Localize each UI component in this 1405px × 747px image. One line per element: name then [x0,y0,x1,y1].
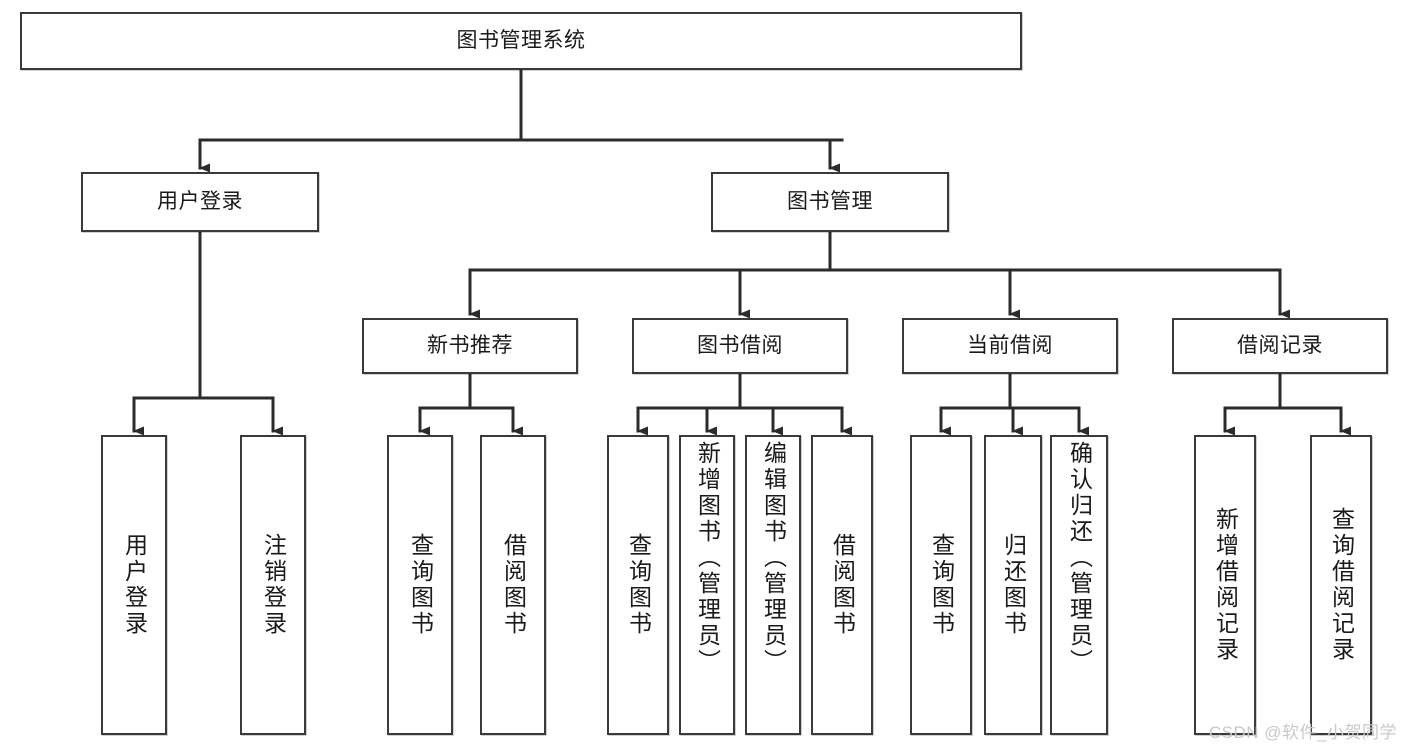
node-borrowing-record[interactable]: 借阅记录 [1172,318,1388,374]
node-leaf-add-book-admin[interactable]: 新增图书（管理员） [679,435,735,735]
node-label: 图书管理 [787,189,873,213]
node-label: 新增图书（管理员） [694,441,721,675]
node-leaf-query-book-recommend[interactable]: 查询图书 [387,435,453,735]
node-label: 查询图书 [407,533,434,637]
node-root-book-management-system[interactable]: 图书管理系统 [20,12,1022,70]
node-leaf-borrow-book-recommend[interactable]: 借阅图书 [480,435,546,735]
node-label: 借阅图书 [500,533,527,637]
node-label: 编辑图书（管理员） [760,441,787,675]
node-leaf-query-book-current[interactable]: 查询图书 [910,435,972,735]
node-label: 归还图书 [1000,533,1027,637]
node-label: 新书推荐 [427,333,513,357]
node-book-management[interactable]: 图书管理 [711,172,949,232]
node-label: 借阅记录 [1237,333,1323,357]
node-label: 新增借阅记录 [1212,507,1239,663]
node-label: 当前借阅 [967,333,1053,357]
node-leaf-edit-book-admin[interactable]: 编辑图书（管理员） [745,435,801,735]
node-label: 用户登录 [157,189,243,213]
node-label: 图书管理系统 [456,28,586,52]
node-leaf-query-book-borrow[interactable]: 查询图书 [607,435,669,735]
node-leaf-user-login[interactable]: 用户登录 [101,435,167,735]
node-leaf-user-logout[interactable]: 注销登录 [240,435,306,735]
node-label: 注销登录 [260,533,287,637]
node-label: 查询借阅记录 [1328,507,1355,663]
node-leaf-borrow-book[interactable]: 借阅图书 [811,435,873,735]
node-label: 图书借阅 [697,333,783,357]
node-label: 查询图书 [625,533,652,637]
node-leaf-return-book[interactable]: 归还图书 [984,435,1042,735]
node-label: 借阅图书 [829,533,856,637]
csdn-watermark: CSDN @软件_小贺同学 [1208,723,1397,742]
node-leaf-query-borrow-record[interactable]: 查询借阅记录 [1310,435,1372,735]
node-label: 确认归还（管理员） [1066,441,1093,675]
node-leaf-confirm-return-admin[interactable]: 确认归还（管理员） [1050,435,1108,735]
node-leaf-add-borrow-record[interactable]: 新增借阅记录 [1194,435,1256,735]
node-label: 查询图书 [928,533,955,637]
node-user-login[interactable]: 用户登录 [81,172,319,232]
node-current-borrowing[interactable]: 当前借阅 [902,318,1118,374]
node-label: 用户登录 [121,533,148,637]
node-book-borrowing[interactable]: 图书借阅 [632,318,848,374]
node-new-book-recommendation[interactable]: 新书推荐 [362,318,578,374]
